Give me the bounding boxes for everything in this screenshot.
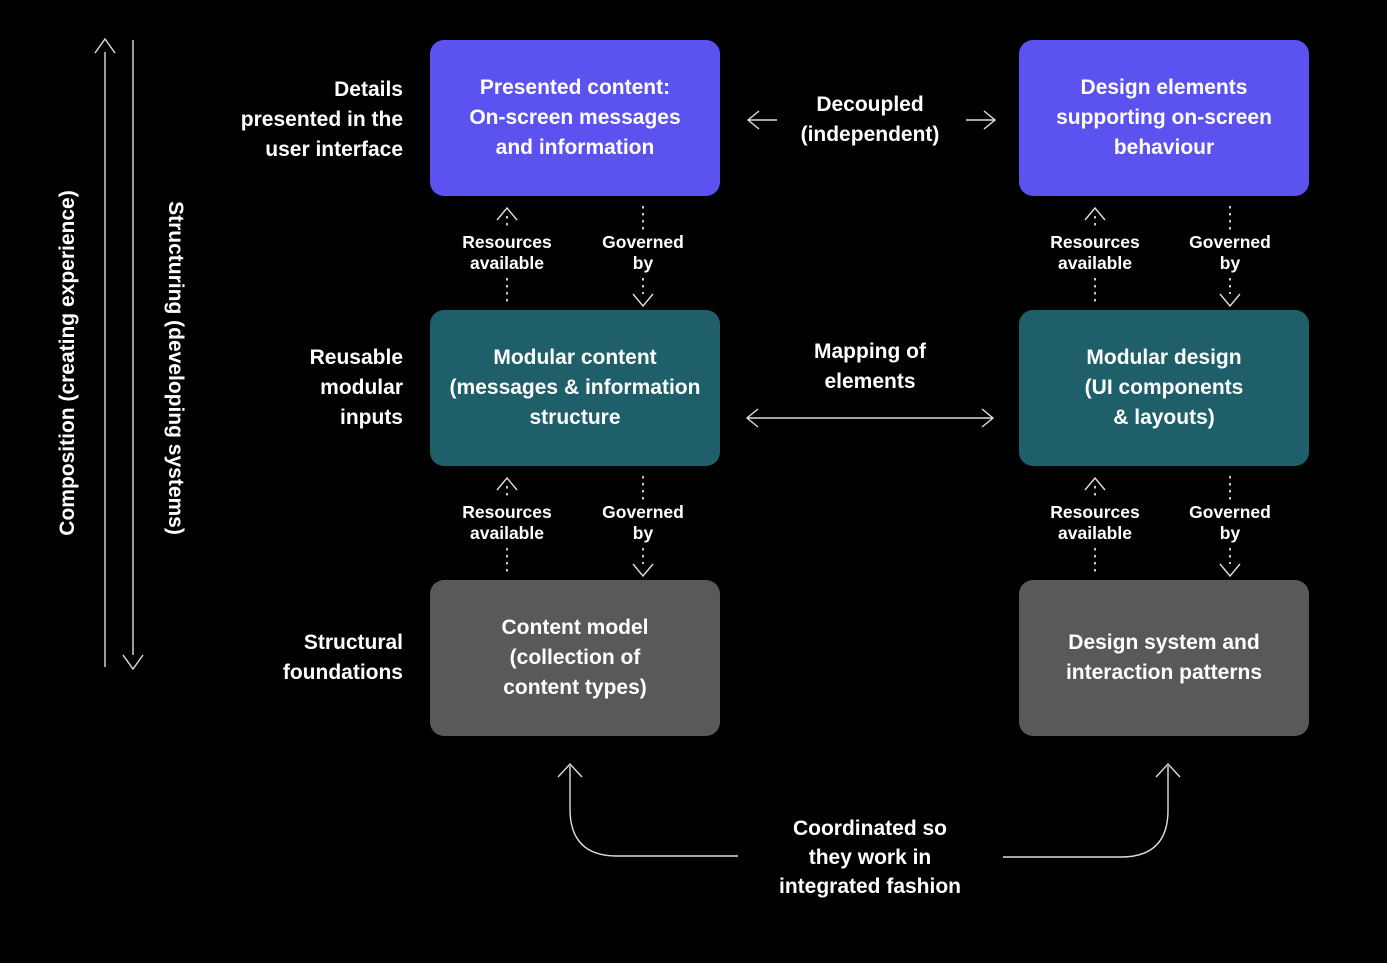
box-modular-content: Modular content (messages & information … [430, 310, 720, 466]
box-design-system: Design system and interaction patterns [1019, 580, 1309, 736]
composition-axis-up-arrow [94, 37, 116, 667]
structuring-axis-down-arrow [122, 40, 144, 671]
resources-available-label-left-bottom: Resources available [462, 502, 552, 543]
box-presented-content: Presented content: On-screen messages an… [430, 40, 720, 196]
composition-axis-label: Composition (creating experience) [56, 190, 79, 536]
coordinated-right-curved-arrow [1003, 762, 1181, 858]
resources-available-label-right-top: Resources available [1050, 232, 1140, 273]
row-label-reusable-modular-inputs: Reusable modular inputs [309, 346, 403, 429]
box-modular-design: Modular design (UI components & layouts) [1019, 310, 1309, 466]
row-label-details-presented: Details presented in the user interface [240, 78, 403, 161]
coordinated-left-curved-arrow [557, 762, 738, 857]
resources-available-label-left-top: Resources available [462, 232, 552, 273]
box-design-elements: Design elements supporting on-screen beh… [1019, 40, 1309, 196]
box-content-model: Content model (collection of content typ… [430, 580, 720, 736]
decoupled-independent-label: Decoupled (independent) [800, 93, 940, 146]
governed-by-label-left-top: Governed by [602, 232, 684, 273]
governed-by-label-right-bottom: Governed by [1189, 502, 1271, 543]
mapping-double-arrow [745, 408, 995, 428]
row-label-structural-foundations: Structural foundations [282, 631, 403, 684]
governed-by-label-right-top: Governed by [1189, 232, 1271, 273]
governed-by-label-left-bottom: Governed by [602, 502, 684, 543]
coordinated-integrated-label: Coordinated so they work in integrated f… [778, 817, 962, 898]
resources-available-label-right-bottom: Resources available [1050, 502, 1140, 543]
mapping-of-elements-label: Mapping of elements [814, 340, 926, 393]
